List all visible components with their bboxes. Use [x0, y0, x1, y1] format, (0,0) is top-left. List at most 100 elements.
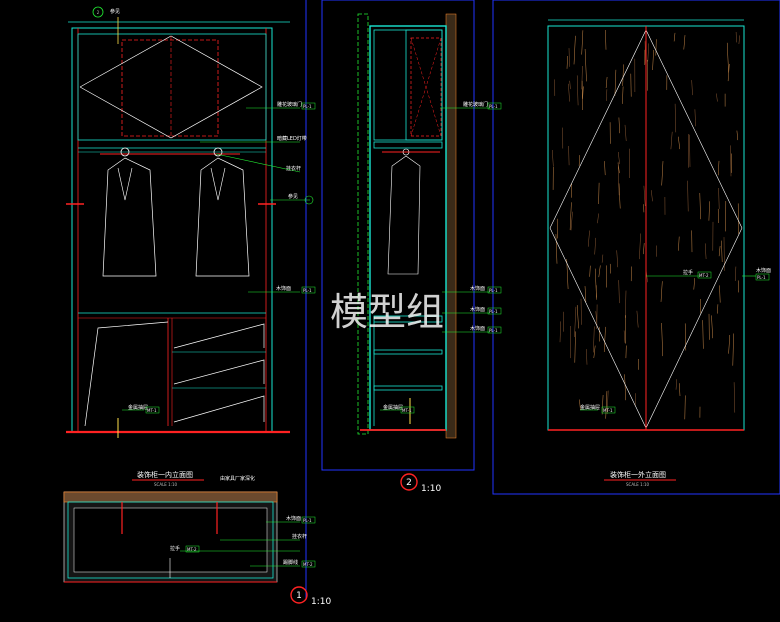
left-section-bubble-number: 2	[97, 10, 100, 15]
wood-grain-stroke	[717, 160, 720, 176]
wood-grain-stroke	[704, 243, 707, 260]
wood-grain-stroke	[699, 192, 701, 220]
wood-grain-stroke	[718, 187, 720, 209]
wood-grain-stroke	[732, 333, 734, 366]
wood-grain-stroke	[576, 305, 579, 329]
wood-grain-stroke	[618, 183, 621, 209]
watermark-text: 模型组	[330, 290, 444, 334]
wood-grain-stroke	[594, 237, 596, 255]
wood-grain-stroke	[636, 310, 639, 328]
wood-grain-stroke	[617, 161, 620, 196]
wood-grain-stroke	[605, 76, 608, 89]
wood-grain-stroke	[702, 320, 704, 349]
wood-grain-stroke	[652, 49, 654, 71]
wood-grain-stroke	[555, 234, 558, 264]
section-tag-mt2-a: MT-2	[187, 547, 197, 552]
wood-grain-stroke	[568, 145, 570, 166]
wood-grain-stroke	[691, 80, 693, 96]
wood-grain-stroke	[573, 35, 576, 65]
wood-grain-stroke	[593, 345, 596, 359]
wood-grain-stroke	[643, 243, 645, 255]
wood-grain-stroke	[728, 334, 731, 354]
wood-grain-stroke	[670, 131, 673, 150]
wood-grain-stroke	[733, 382, 736, 413]
wood-grain-stroke	[660, 281, 663, 302]
wood-grain-stroke	[716, 93, 718, 102]
mid-tag-pl1-a: PL-1	[489, 104, 498, 109]
wood-grain-stroke	[639, 233, 641, 260]
label-led-strip: 暗藏LED灯带	[277, 135, 307, 142]
label-veneer-left: 木饰面	[276, 285, 291, 292]
mid-tag-pl1-c: PL-1	[489, 309, 498, 314]
wood-grain-stroke	[678, 236, 680, 251]
section-view-number: 1	[296, 591, 302, 601]
wood-grain-stroke	[647, 43, 649, 62]
mid-view-number: 2	[406, 478, 412, 488]
label-ref-right: 参见	[288, 193, 298, 200]
section-label-rod: 挂衣杆	[292, 533, 307, 540]
wood-grain-stroke	[684, 395, 686, 420]
mid-label-veneer-a: 木饰面	[470, 285, 485, 292]
wood-grain-stroke	[568, 83, 570, 102]
wood-grain-stroke	[734, 266, 737, 282]
inner-elevation-drawing: 2 参见 雕花玻璃门 PL-1 暗藏LED灯带 挂衣杆 参见 木饰面 PL-1 …	[66, 6, 316, 487]
wood-grain-stroke	[689, 134, 691, 167]
wood-grain-stroke	[601, 254, 604, 263]
wood-grain-stroke	[606, 390, 609, 415]
wood-grain-stroke	[598, 265, 601, 278]
wood-grain-stroke	[673, 32, 676, 42]
side-section-drawing: 雕花玻璃门 PL-1 木饰面 PL-1 木饰面 PL-1 木饰面 PL-1 金属…	[357, 13, 502, 494]
wood-grain-stroke	[736, 130, 739, 141]
wood-grain-stroke	[661, 322, 663, 357]
wood-grain-stroke	[718, 245, 721, 257]
section-label-edge: 踢脚线	[283, 559, 298, 566]
wood-grain-stroke	[687, 180, 689, 212]
right-tag-mt1: MT-1	[603, 408, 613, 413]
label-glass-door: 雕花玻璃门	[277, 101, 302, 108]
label-metal-drawer-left: 金属抽屉	[128, 404, 148, 411]
wood-grain-stroke	[726, 42, 729, 73]
wood-grain-stroke	[605, 29, 607, 50]
wood-grain-stroke	[603, 326, 606, 353]
wood-grain-stroke	[624, 124, 627, 142]
wood-grain-stroke	[552, 149, 554, 167]
inner-elevation-title: 装饰柜一内立面图	[137, 470, 193, 479]
wood-grain-stroke	[593, 326, 595, 353]
section-detail-drawing: 木饰面 PL-1 挂衣杆 拉手 MT-2 踢脚线 MT-2 1 1:10	[63, 491, 331, 607]
wood-grain-stroke	[579, 399, 581, 410]
wood-grain-stroke	[559, 321, 561, 343]
wood-grain-stroke	[618, 151, 620, 165]
wood-grain-stroke	[737, 280, 739, 293]
outer-elevation-scale: SCALE 1:10	[626, 482, 650, 487]
wood-grain-stroke	[721, 240, 723, 263]
wood-grain-stroke	[727, 63, 730, 82]
wood-grain-stroke	[618, 280, 620, 304]
section-view-scale: 1:10	[311, 597, 331, 607]
wood-grain-stroke	[730, 145, 732, 177]
wood-grain-stroke	[625, 290, 627, 318]
wood-grain-stroke	[622, 64, 624, 86]
wood-grain-texture	[552, 29, 740, 420]
mid-label-veneer-b: 木饰面	[470, 306, 485, 313]
wood-grain-stroke	[616, 250, 619, 268]
wood-grain-stroke	[674, 103, 677, 133]
wood-grain-stroke	[584, 286, 587, 302]
wood-grain-stroke	[601, 394, 604, 415]
left-ref-label-top: 参见	[110, 8, 120, 15]
right-label-handle: 拉手	[683, 269, 693, 276]
mid-tag-pl1-d: PL-1	[489, 328, 498, 333]
right-tag-mt2: MT-2	[699, 273, 709, 278]
inner-elevation-note: 由家具厂家深化	[220, 475, 255, 482]
wood-grain-stroke	[624, 374, 626, 401]
wood-grain-stroke	[589, 265, 591, 277]
outer-elevation-drawing: 拉手 MT-2 木饰面 PL-1 金属抽屉 MT-1 装饰柜一外立面图 SCAL…	[547, 19, 771, 487]
wood-grain-stroke	[586, 349, 588, 365]
right-tag-pl1: PL-1	[757, 275, 766, 280]
wood-grain-stroke	[569, 202, 572, 231]
section-label-handle: 拉手	[170, 545, 180, 552]
tag-mt1-left: MT-1	[147, 408, 157, 413]
wood-grain-stroke	[655, 39, 657, 56]
section-tag-pl1: PL-1	[303, 518, 312, 523]
wood-grain-stroke	[576, 75, 579, 106]
